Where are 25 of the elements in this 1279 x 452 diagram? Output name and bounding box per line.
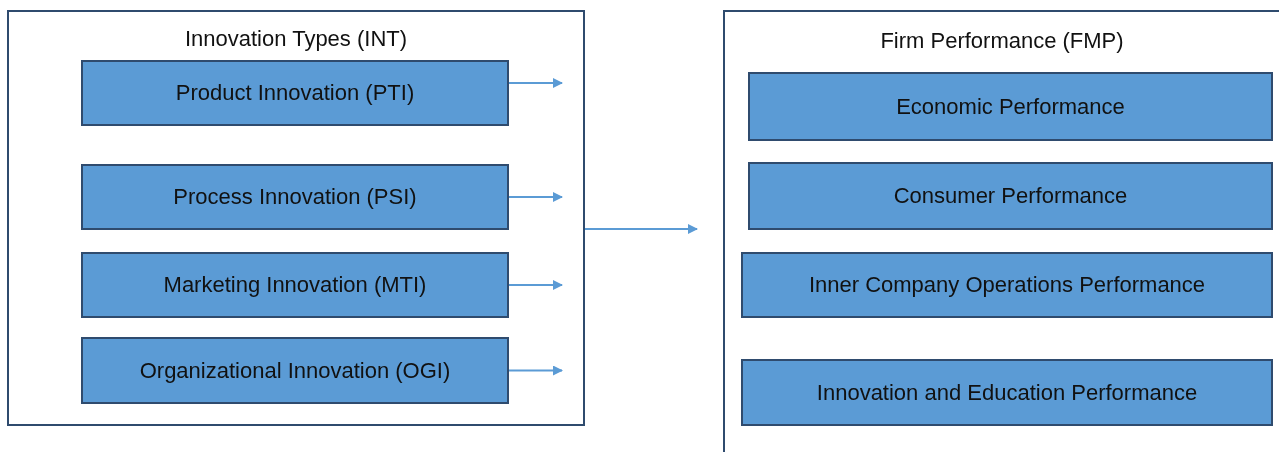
group-frame xyxy=(7,10,585,426)
box-label: Economic Performance xyxy=(896,93,1125,120)
box-label: Organizational Innovation (OGI) xyxy=(139,357,451,384)
group-title: Firm Performance (FMP) xyxy=(879,28,1125,54)
arrow xyxy=(508,192,563,202)
box-label: Process Innovation (PSI) xyxy=(173,184,417,210)
process-box xyxy=(741,359,1273,426)
process-box xyxy=(748,162,1273,230)
arrow xyxy=(508,280,563,290)
box-label: Innovation and Education Performance xyxy=(816,379,1198,406)
arrow xyxy=(584,224,698,234)
arrow xyxy=(508,365,563,376)
process-box xyxy=(81,164,509,230)
process-box xyxy=(81,60,509,126)
group-frame xyxy=(723,10,1279,452)
box-label: Product Innovation (PTI) xyxy=(175,80,415,106)
arrow xyxy=(508,78,563,88)
box-label: Consumer Performance xyxy=(893,183,1128,209)
box-label: Marketing Innovation (MTI) xyxy=(163,272,427,298)
box-label: Inner Company Operations Performance xyxy=(808,272,1206,298)
process-box xyxy=(81,337,509,404)
process-box xyxy=(748,72,1273,141)
process-box xyxy=(81,252,509,318)
group-title: Innovation Types (INT) xyxy=(183,26,409,52)
process-box xyxy=(741,252,1273,318)
